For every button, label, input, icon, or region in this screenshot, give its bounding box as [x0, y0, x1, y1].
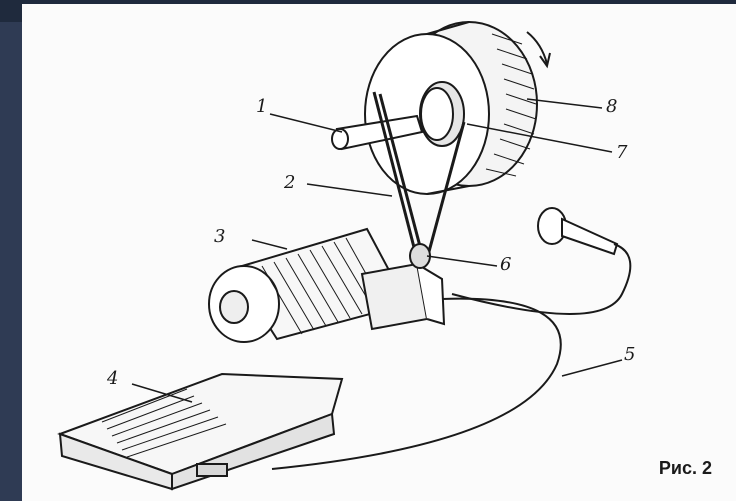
figure-panel: 1 2 3 4 5 6 7 8 Рис. 2: [22, 4, 736, 501]
callout-7: 7: [616, 142, 628, 163]
callout-3: 3: [214, 226, 226, 247]
figure-caption: Рис. 2: [658, 458, 712, 478]
belt: [372, 91, 466, 260]
callout-6: 6: [500, 254, 512, 275]
callout-2: 2: [284, 172, 296, 193]
cable: [271, 297, 562, 470]
callout-4: 4: [107, 368, 119, 389]
shaft: [331, 114, 424, 151]
machine-drawing: [57, 21, 632, 491]
plug: [451, 207, 632, 315]
callout-8: 8: [606, 96, 618, 117]
callout-1: 1: [256, 96, 268, 117]
motor: [208, 227, 446, 343]
pedal: [57, 372, 344, 491]
callout-5: 5: [624, 344, 636, 365]
leader-lines: [131, 98, 623, 403]
